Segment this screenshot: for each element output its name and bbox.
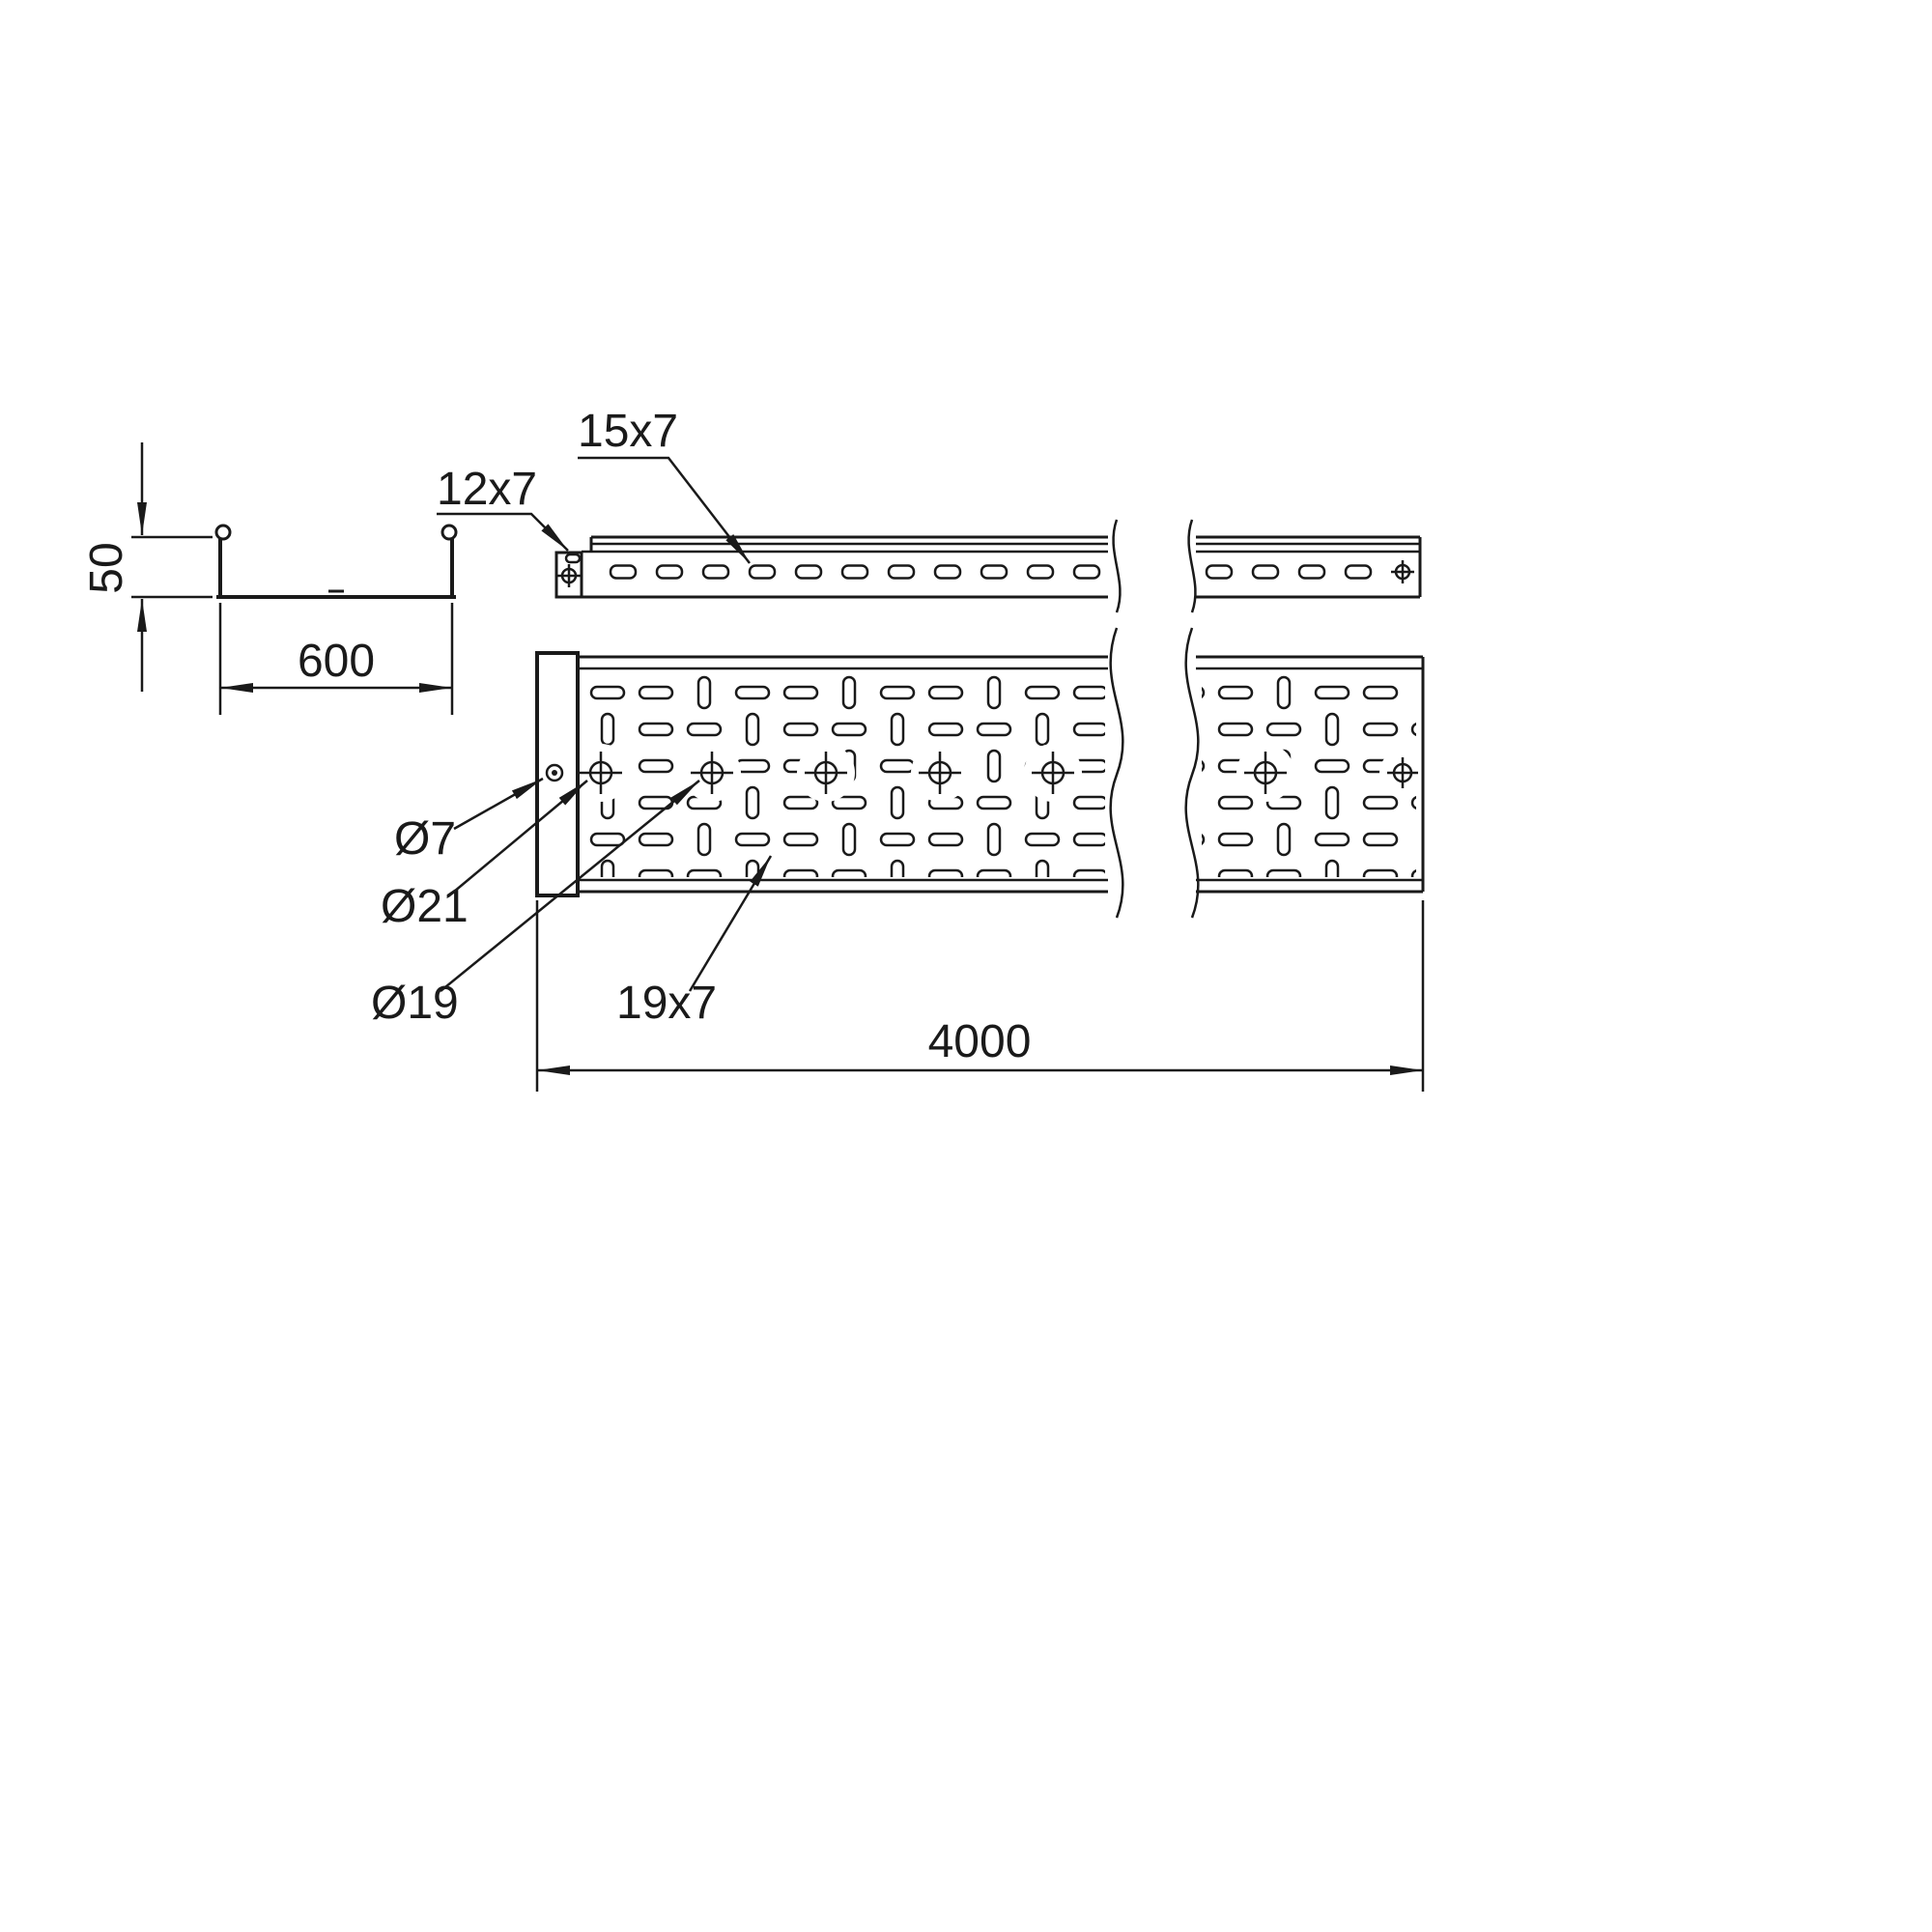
profile-hook-left <box>214 524 232 541</box>
callout-label: 12x7 <box>437 464 537 515</box>
slot <box>1205 564 1234 580</box>
height-dimension-label: 50 <box>81 542 132 593</box>
dimension-width-600: 600 <box>218 603 454 715</box>
side-end-plate <box>554 551 583 599</box>
slot <box>794 564 823 580</box>
callout-15x7: 15x7 <box>578 406 751 564</box>
top-view <box>535 627 1426 919</box>
crosshair-hole-end <box>1387 757 1418 788</box>
callout-d7: Ø7 <box>394 777 544 865</box>
leader-line <box>440 780 700 992</box>
crosshair-hole <box>1244 752 1287 794</box>
mounting-holes <box>580 752 1418 794</box>
slot <box>655 564 684 580</box>
crosshair-hole-d19 <box>691 752 733 794</box>
slot <box>1344 564 1373 580</box>
rail-slots-left <box>609 564 1101 580</box>
slot <box>887 564 916 580</box>
slot <box>1026 564 1055 580</box>
slot <box>1297 564 1326 580</box>
plate-hole-d7-center <box>552 770 557 776</box>
crosshair-hole-d21 <box>580 752 622 794</box>
connector-plate <box>535 651 580 897</box>
break-line <box>1109 627 1124 919</box>
profile-hook-right <box>440 524 458 541</box>
dimension-height-50: 50 <box>81 442 213 692</box>
width-dimension-label: 600 <box>298 636 375 687</box>
leader-line <box>578 456 751 564</box>
leader-line <box>447 780 588 897</box>
callout-12x7: 12x7 <box>437 464 569 552</box>
callout-label: 19x7 <box>616 978 717 1029</box>
length-dimension-label: 4000 <box>928 1016 1032 1067</box>
cross-section-view <box>214 524 458 599</box>
side-view <box>554 519 1422 613</box>
leader-line <box>453 777 544 831</box>
callout-label: 15x7 <box>578 406 678 457</box>
crosshair-hole <box>919 752 961 794</box>
slot <box>748 564 777 580</box>
break-line <box>1187 519 1197 613</box>
slot <box>840 564 869 580</box>
slot <box>980 564 1009 580</box>
callout-label: Ø19 <box>371 978 459 1029</box>
callout-19x7: 19x7 <box>616 855 773 1029</box>
leader-line <box>437 512 569 552</box>
plate-hole-d7 <box>545 763 564 782</box>
rail-slots-right <box>1205 564 1373 580</box>
break-line <box>1112 519 1122 613</box>
callouts: 12x7 15x7 Ø7 Ø21 Ø19 19x7 <box>371 406 773 1029</box>
slot <box>701 564 730 580</box>
callout-d21: Ø21 <box>381 780 588 932</box>
slot <box>933 564 962 580</box>
slot <box>1251 564 1280 580</box>
break-line <box>1184 627 1200 919</box>
crosshair-hole <box>805 752 847 794</box>
side-end-plate-slot <box>564 553 582 564</box>
callout-label: Ø7 <box>394 813 456 865</box>
slot <box>1072 564 1101 580</box>
dimension-length-4000: 4000 <box>535 900 1425 1092</box>
leader-line <box>688 855 773 992</box>
callout-label: Ø21 <box>381 881 469 932</box>
crosshair-hole <box>1032 752 1074 794</box>
callout-d19: Ø19 <box>371 780 700 1029</box>
slot <box>609 564 638 580</box>
